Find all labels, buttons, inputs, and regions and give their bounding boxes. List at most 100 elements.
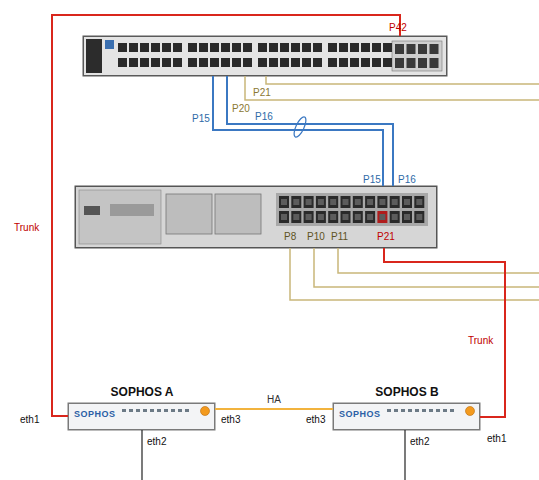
sfp-port (395, 44, 404, 54)
cable (404, 430, 405, 480)
port-socket (355, 214, 361, 220)
switch-port (232, 58, 241, 67)
switch-port (414, 196, 424, 208)
cable (245, 76, 539, 100)
sfp-port (430, 58, 439, 68)
switch-body (83, 36, 447, 76)
port-label: eth3 (306, 414, 325, 425)
port-number: P42 (389, 22, 407, 33)
port-socket (355, 199, 361, 205)
switch-port (302, 58, 311, 67)
switch-port (199, 43, 208, 52)
switch-port (280, 43, 289, 52)
switch-port (350, 58, 359, 67)
switch-port (210, 43, 219, 52)
cable-connector (227, 76, 393, 186)
switch-body (75, 186, 437, 248)
port-socket (367, 214, 373, 220)
status-led (185, 409, 189, 412)
switch-port (390, 211, 400, 223)
firewall-body (68, 403, 215, 430)
switch-port (151, 58, 160, 67)
switch-port (279, 196, 289, 208)
switch-port (316, 211, 326, 223)
port-socket (416, 199, 422, 205)
switch-port (339, 43, 348, 52)
switch-port (383, 58, 392, 67)
switch-port (173, 43, 182, 52)
switch-port (350, 43, 359, 52)
switch-port (221, 58, 230, 67)
switch-port (353, 211, 363, 223)
port-socket (343, 214, 349, 220)
switch-port (279, 211, 289, 223)
status-led (394, 409, 398, 412)
switch-port (361, 43, 370, 52)
switch-port (140, 58, 149, 67)
switch-port (328, 211, 338, 223)
port-socket (293, 214, 299, 220)
status-led (415, 409, 419, 412)
switch-port (313, 43, 322, 52)
port-socket (379, 214, 385, 220)
status-led (150, 409, 154, 412)
cable (141, 430, 142, 480)
switch-port (162, 43, 171, 52)
port-number: P15 (192, 113, 210, 124)
status-led (401, 409, 405, 412)
switch-port (372, 43, 381, 52)
status-led (429, 409, 433, 412)
port-number: P15 (363, 174, 381, 185)
switch-port (372, 58, 381, 67)
port-number: P16 (398, 174, 416, 185)
port-label: eth2 (147, 436, 166, 447)
edge-label: Trunk (468, 335, 493, 346)
switch-port (383, 43, 392, 52)
status-led (171, 409, 175, 412)
switch-port (129, 58, 138, 67)
firewall-appliance: SOPHOS BSOPHOS (333, 403, 480, 430)
switch-port (118, 58, 127, 67)
port-number: P21 (253, 87, 271, 98)
port-socket (306, 214, 312, 220)
status-led (408, 409, 412, 412)
switch-port (162, 58, 171, 67)
cable (290, 248, 539, 300)
port-label: eth3 (221, 414, 240, 425)
switch-panel (86, 39, 102, 73)
status-led (136, 409, 140, 412)
console-port (84, 206, 100, 215)
switch-port (302, 43, 311, 52)
port-number: P10 (307, 231, 325, 242)
brand-logo: SOPHOS (74, 409, 116, 420)
switch-port (269, 58, 278, 67)
switch-port (291, 211, 301, 223)
switch-port (328, 196, 338, 208)
switch-port (243, 43, 252, 52)
switch-port (188, 58, 197, 67)
status-led (422, 409, 426, 412)
port-number: P11 (331, 231, 348, 242)
sfp-port (407, 58, 416, 68)
switch-port (313, 58, 322, 67)
status-led (143, 409, 147, 412)
edge-label: HA (267, 394, 281, 405)
switch-port (291, 196, 301, 208)
brand-logo: SOPHOS (339, 409, 381, 420)
port-block (276, 193, 428, 226)
sfp-port (407, 44, 416, 54)
cable (338, 248, 539, 273)
firewall-appliance: SOPHOS ASOPHOS (68, 403, 215, 430)
firewall-body (333, 403, 480, 430)
port-label: eth2 (410, 436, 429, 447)
switch-port (414, 211, 424, 223)
network-switch: P42P21P20P15P16 (83, 36, 447, 76)
switch-port (304, 196, 314, 208)
port-socket (330, 214, 336, 220)
switch-port (339, 58, 348, 67)
port-socket (404, 199, 410, 205)
device-name: SOPHOS A (111, 385, 174, 399)
switch-port (365, 196, 375, 208)
switch-port (210, 58, 219, 67)
module-slot (166, 194, 212, 234)
